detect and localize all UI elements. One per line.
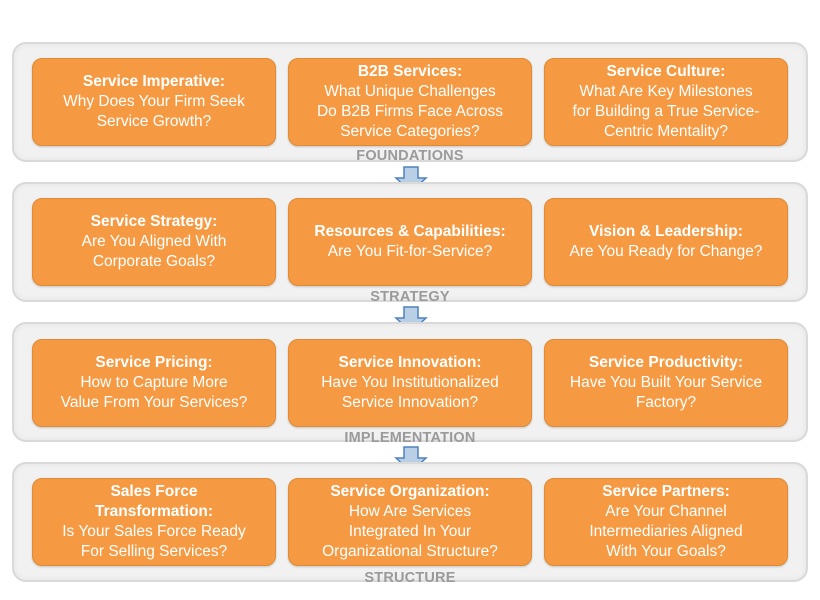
card-service-partners: Service Partners: Are Your Channel Inter…: [544, 478, 788, 566]
card-question: Have You Built Your Service Factory?: [569, 374, 763, 411]
card-question: What Unique Challenges Do B2B Firms Face…: [316, 83, 504, 140]
card-sales-force-transformation: Sales Force Transformation: Is Your Sale…: [32, 478, 276, 566]
card-question: Are You Fit-for-Service?: [327, 243, 493, 260]
section-label-implementation: IMPLEMENTATION: [344, 430, 476, 446]
card-service-innovation: Service Innovation: Have You Institution…: [288, 339, 532, 427]
card-question: Are You Aligned With Corporate Goals?: [81, 233, 227, 270]
card-service-imperative: Service Imperative: Why Does Your Firm S…: [32, 58, 276, 146]
card-question: Is Your Sales Force Ready For Selling Se…: [62, 523, 246, 560]
card-service-organization: Service Organization: How Are Services I…: [288, 478, 532, 566]
section-label-structure: STRUCTURE: [364, 570, 456, 586]
card-resources-capabilities: Resources & Capabilities: Are You Fit-fo…: [288, 198, 532, 286]
card-title: Service Organization:: [330, 483, 490, 500]
card-question: Have You Institutionalized Service Innov…: [321, 374, 499, 411]
card-service-productivity: Service Productivity: Have You Built You…: [544, 339, 788, 427]
card-question: Why Does Your Firm Seek Service Growth?: [63, 93, 245, 130]
card-title: Service Pricing:: [95, 354, 213, 371]
card-question: Are Your Channel Intermediaries Aligned …: [589, 503, 743, 560]
card-title: Service Productivity:: [588, 354, 744, 371]
card-question: How Are Services Integrated In Your Orga…: [322, 503, 498, 560]
card-question: What Are Key Milestones for Building a T…: [572, 83, 760, 140]
card-title: Service Culture:: [606, 63, 726, 80]
card-service-strategy: Service Strategy: Are You Aligned With C…: [32, 198, 276, 286]
card-service-pricing: Service Pricing: How to Capture More Val…: [32, 339, 276, 427]
card-question: Are You Ready for Change?: [569, 243, 763, 260]
card-title: Service Innovation:: [338, 354, 482, 371]
card-title: Service Imperative:: [82, 73, 226, 90]
section-label-foundations: FOUNDATIONS: [356, 148, 464, 164]
card-title: Service Strategy:: [90, 213, 218, 230]
card-title: B2B Services:: [357, 63, 463, 80]
card-b2b-services: B2B Services: What Unique Challenges Do …: [288, 58, 532, 146]
card-title: Resources & Capabilities:: [314, 223, 506, 240]
card-service-culture: Service Culture: What Are Key Milestones…: [544, 58, 788, 146]
card-vision-leadership: Vision & Leadership: Are You Ready for C…: [544, 198, 788, 286]
card-title: Sales Force Transformation:: [95, 483, 213, 520]
card-title: Service Partners:: [602, 483, 730, 500]
card-question: How to Capture More Value From Your Serv…: [60, 374, 248, 411]
section-label-strategy: STRATEGY: [370, 289, 450, 305]
card-title: Vision & Leadership:: [589, 223, 743, 240]
